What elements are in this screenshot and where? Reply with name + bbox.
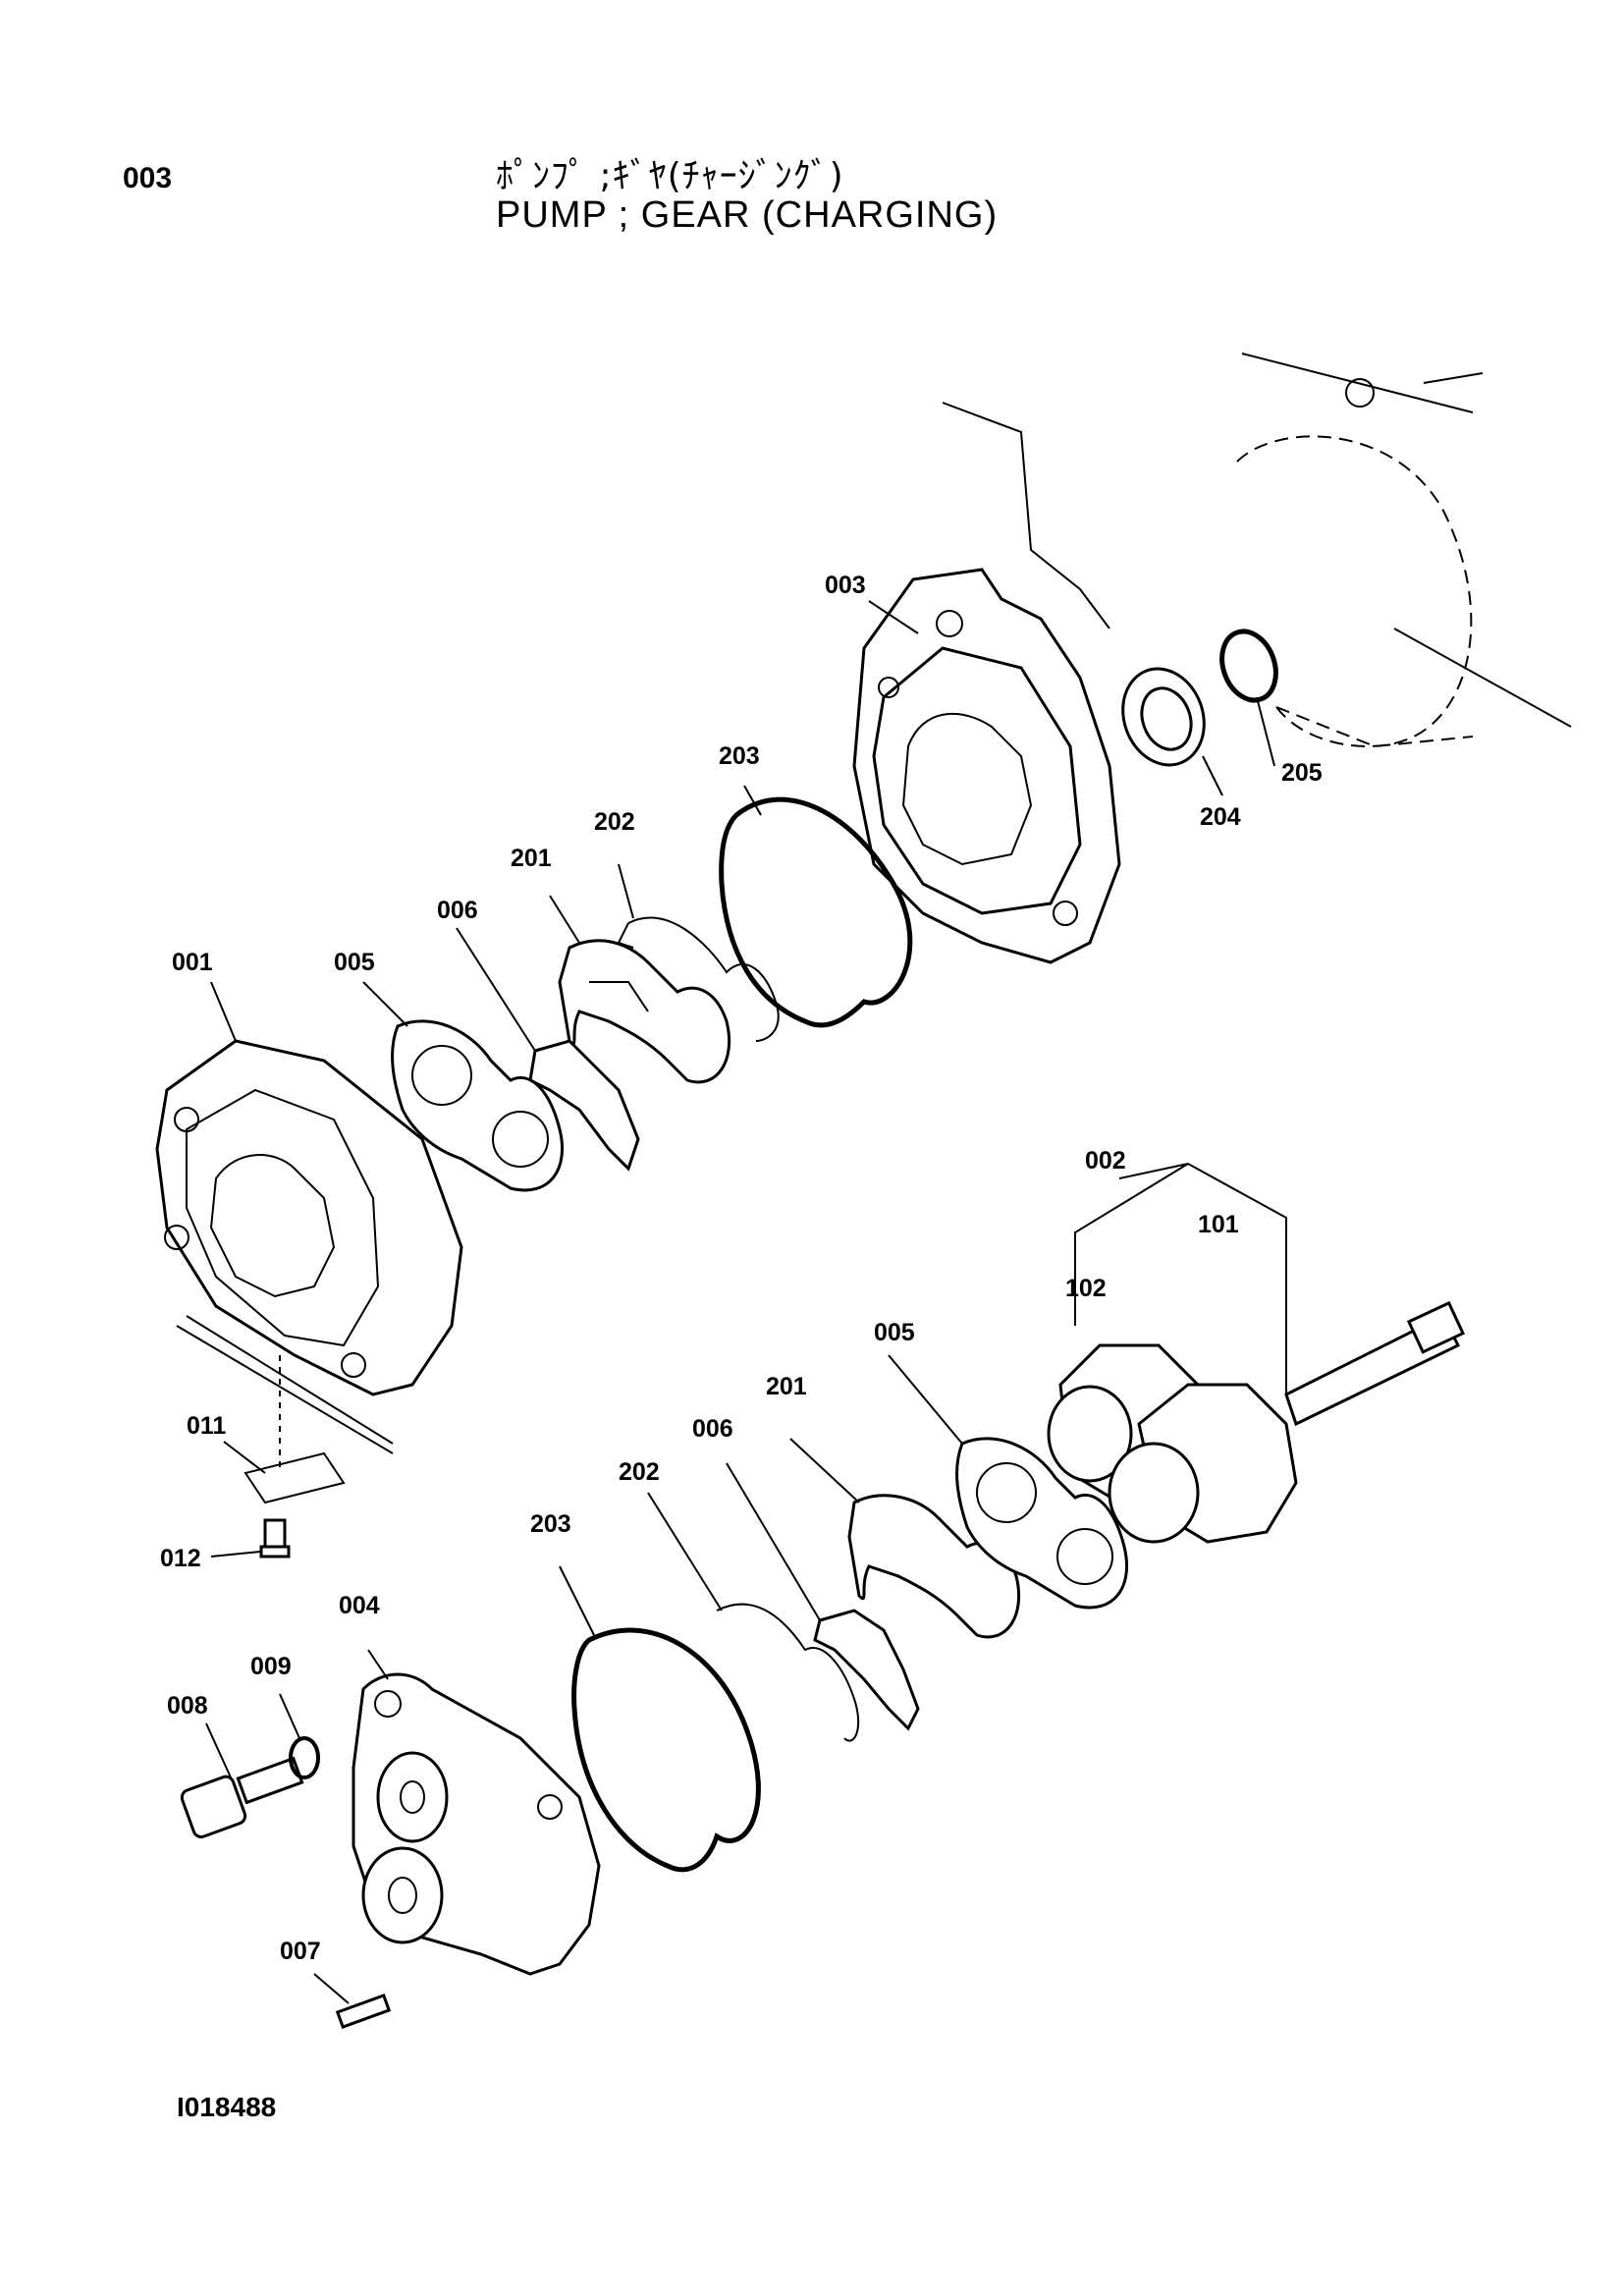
part-label-005-lower: 005 [874, 1319, 915, 1346]
part-label-002: 002 [1085, 1147, 1126, 1175]
engine-housing-outline [942, 353, 1572, 748]
part-008-bolt [180, 1756, 304, 1838]
page-id: 003 [123, 162, 173, 194]
part-label-203-lower: 203 [530, 1510, 571, 1538]
part-012-screw [259, 1518, 291, 1558]
part-102-gear [1047, 1343, 1298, 1544]
part-label-203-upper: 203 [719, 742, 760, 770]
part-006-lower [813, 1609, 920, 1731]
part-101-drive-shaft [1284, 1300, 1466, 1427]
part-203-o-ring-lower [571, 1627, 761, 1873]
part-005-plate-upper [391, 1019, 565, 1192]
part-001-body [155, 1039, 463, 1454]
part-label-005-upper: 005 [334, 949, 375, 976]
part-label-205: 205 [1281, 759, 1323, 787]
part-202-gasket-lower [716, 1603, 860, 1742]
part-label-011: 011 [187, 1412, 226, 1440]
part-label-007: 007 [280, 1938, 321, 1965]
part-009-washer [289, 1736, 320, 1779]
drawing-reference-number: I018488 [177, 2092, 277, 2122]
part-label-004: 004 [339, 1592, 380, 1619]
part-label-204: 204 [1200, 803, 1241, 831]
part-201-plate-lower [847, 1494, 1021, 1639]
part-label-008: 008 [167, 1692, 208, 1720]
part-005-plate-lower [955, 1437, 1129, 1610]
page-title: PUMP ; GEAR (CHARGING) [496, 194, 999, 236]
part-006-upper [528, 1039, 640, 1172]
part-label-003: 003 [825, 572, 866, 599]
part-label-009: 009 [250, 1653, 292, 1680]
part-label-201-upper: 201 [511, 845, 552, 872]
part-label-101: 101 [1198, 1211, 1239, 1238]
part-007-pin [335, 1994, 392, 2029]
part-004-cover [352, 1672, 601, 1976]
part-203-o-ring-upper [719, 796, 913, 1028]
part-label-012: 012 [160, 1545, 201, 1572]
part-label-202-lower: 202 [619, 1458, 660, 1486]
page-title-japanese: ﾎﾟﾝﾌﾟ ;ｷﾞﾔ(ﾁｬｰｼﾞﾝｸﾞ) [496, 156, 844, 196]
leader-lines [205, 600, 1287, 2004]
part-label-202-upper: 202 [594, 808, 635, 836]
part-205-snap-ring [1219, 629, 1278, 703]
part-label-201-lower: 201 [766, 1373, 807, 1400]
part-011-plate [243, 1355, 346, 1504]
part-201-plate-upper [558, 939, 731, 1084]
part-label-006-upper: 006 [437, 897, 478, 924]
part-003-cover [852, 568, 1121, 964]
part-label-006-lower: 006 [692, 1415, 733, 1443]
part-label-001: 001 [172, 949, 213, 976]
part-label-102: 102 [1065, 1275, 1107, 1302]
part-204-seal [1121, 667, 1206, 767]
